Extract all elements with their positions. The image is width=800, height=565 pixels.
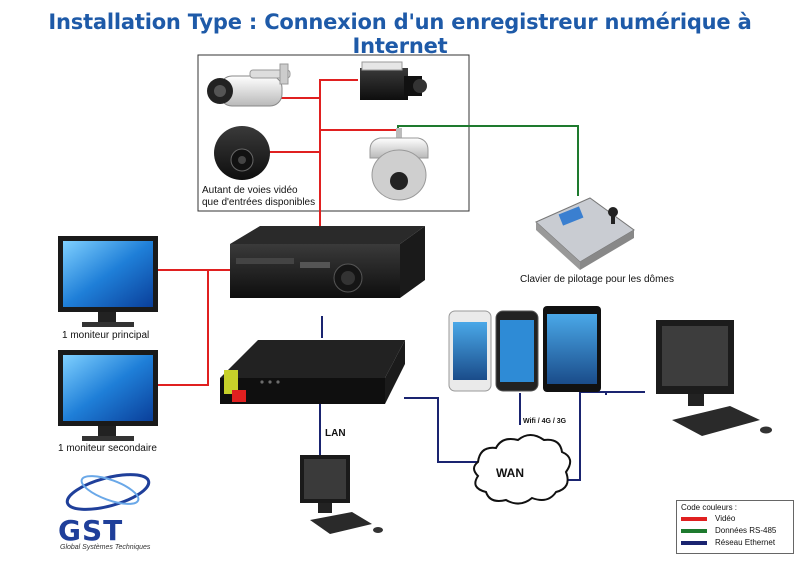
camera-group-frame — [197, 54, 470, 212]
ptz-keyboard-icon — [535, 197, 635, 270]
legend-title: Code couleurs : — [681, 503, 738, 512]
monitor-secondary-label: 1 moniteur secondaire — [58, 443, 157, 454]
wan-label: WAN — [496, 466, 524, 480]
keyboard-label: Clavier de pilotage pour les dômes — [520, 274, 674, 285]
legend-label-rs485: Données RS-485 — [715, 526, 777, 535]
color-legend: Code couleurs : Vidéo Données RS-485 Rés… — [676, 500, 794, 554]
gst-logo — [65, 473, 151, 511]
legend-swatch-ethernet — [681, 541, 707, 545]
bullet-camera-icon — [207, 63, 291, 107]
legend-swatch-video — [681, 517, 707, 521]
remote-computer-icon — [656, 320, 772, 436]
cameras-note: Autant de voies vidéo que d'entrées disp… — [202, 185, 362, 209]
legend-swatch-rs485 — [681, 529, 707, 533]
secondary-monitor-icon — [58, 350, 158, 441]
gst-logo-text: GST — [58, 514, 124, 547]
wan-cloud-icon — [473, 434, 572, 505]
box-camera-icon — [360, 61, 427, 100]
page-title: Installation Type : Connexion d'un enreg… — [48, 10, 752, 58]
ethernet-lines — [319, 316, 645, 481]
legend-label-ethernet: Réseau Ethernet — [715, 538, 776, 547]
cameras-note-line1: Autant de voies vidéo — [202, 185, 298, 196]
monitor-main-label: 1 moniteur principal — [62, 330, 150, 341]
main-monitor-icon — [58, 236, 158, 327]
dome-camera-icon — [214, 126, 270, 180]
dvr-recorder-icon — [230, 226, 425, 298]
cameras-note-line2: que d'entrées disponibles — [202, 197, 316, 208]
rs485-line — [397, 125, 579, 196]
smartphone-black-icon — [495, 310, 539, 392]
wireless-label: Wifi / 4G / 3G — [523, 418, 567, 425]
internet-box-icon — [220, 340, 405, 404]
legend-item-video: Vidéo — [681, 514, 791, 524]
gst-tagline: Global Systèmes Techniques — [60, 544, 151, 551]
legend-label-video: Vidéo — [715, 514, 736, 523]
smartphone-white-icon — [448, 310, 492, 392]
legend-item-ethernet: Réseau Ethernet — [681, 538, 791, 548]
lan-computer-icon — [300, 455, 383, 534]
ptz-dome-camera-icon — [369, 128, 429, 201]
lan-label: LAN — [325, 428, 346, 439]
tablet-icon — [543, 306, 601, 392]
legend-item-rs485: Données RS-485 — [681, 526, 791, 536]
